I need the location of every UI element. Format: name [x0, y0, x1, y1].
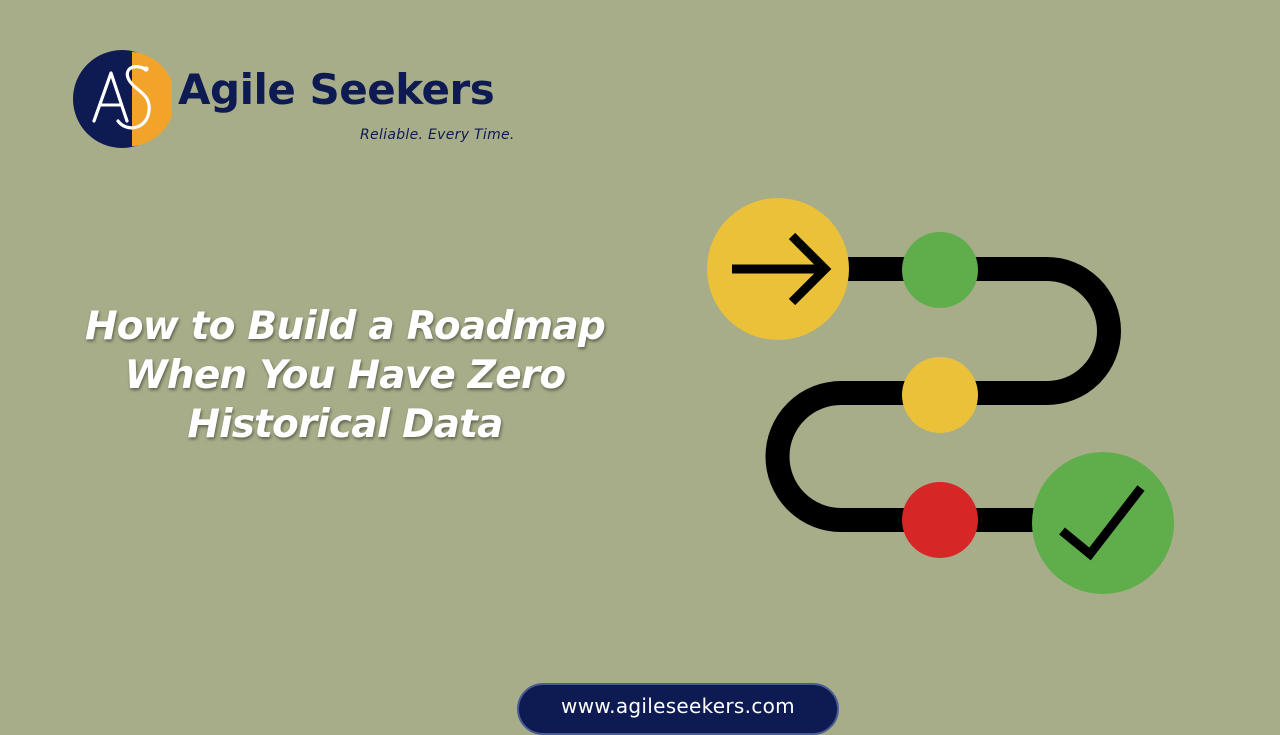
headline-line-3: Historical Data [187, 402, 503, 447]
page-headline: How to Build a Roadmap When You Have Zer… [40, 302, 650, 449]
brand-tagline: Reliable. Every Time. [360, 127, 515, 143]
brand-name: Agile Seekers [178, 65, 495, 114]
roadmap-illustration [707, 198, 1174, 594]
website-url[interactable]: www.agileseekers.com [561, 694, 795, 718]
roadmap-step-1 [902, 232, 978, 308]
checkmark-icon [1059, 485, 1145, 561]
headline-line-1: How to Build a Roadmap [84, 304, 606, 349]
roadmap-step-2 [902, 357, 978, 433]
roadmap-path [765, 257, 1121, 532]
headline-line-2: When You Have Zero [124, 353, 567, 398]
arrow-right-icon [732, 232, 832, 306]
brand-logo: Agile Seekers Reliable. Every Time. [72, 49, 532, 149]
roadmap-step-3 [902, 482, 978, 558]
roadmap-end-circle [1032, 452, 1174, 594]
website-url-badge[interactable]: www.agileseekers.com [517, 683, 839, 735]
agile-seekers-logo-icon [73, 50, 172, 148]
